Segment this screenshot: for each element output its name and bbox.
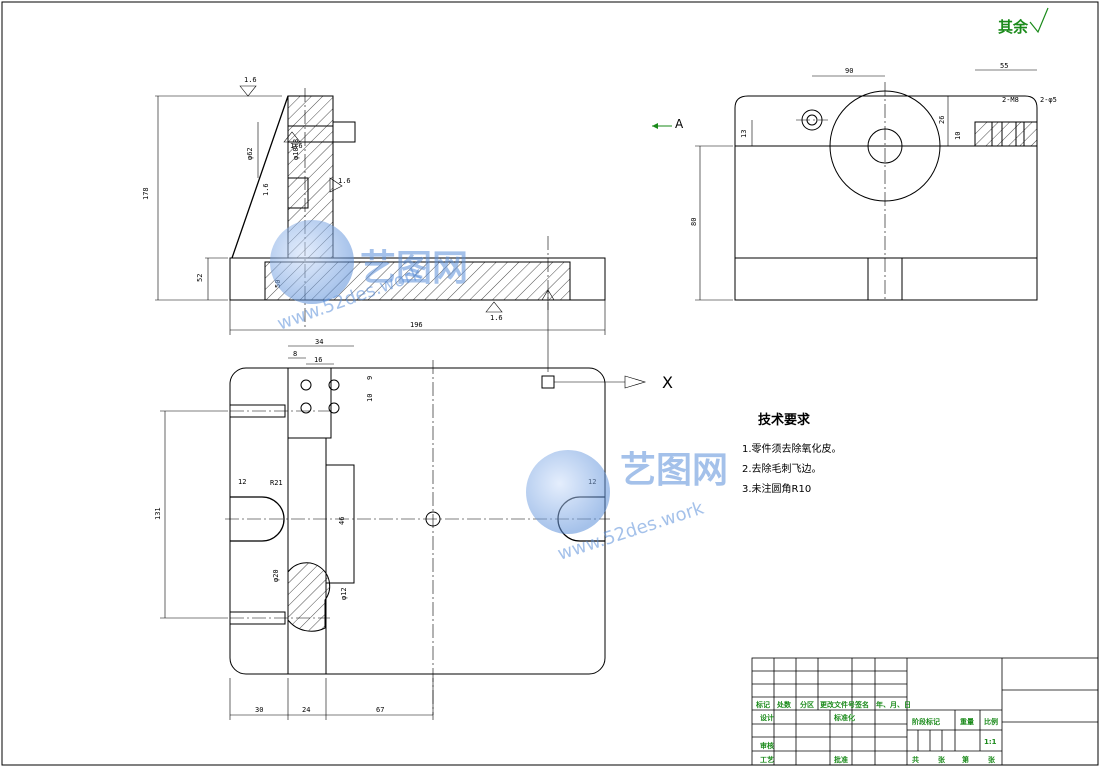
dim-178: 178 bbox=[142, 187, 150, 200]
dim-12a: 12 bbox=[238, 478, 246, 486]
tb-header-date: 年、月、日 bbox=[876, 700, 911, 709]
dim-9: 9 bbox=[366, 376, 374, 380]
roughness-mid: 1.6 bbox=[338, 177, 351, 185]
tb-weight: 重量 bbox=[960, 717, 974, 726]
watermark-1: 艺图网 www.52des.work bbox=[270, 220, 468, 335]
dim-131: 131 bbox=[154, 507, 162, 520]
view-a-label: A bbox=[675, 117, 684, 131]
dim-80: 80 bbox=[690, 218, 698, 226]
tb-scale: 比例 bbox=[984, 717, 998, 726]
tb-review: 审核 bbox=[760, 741, 774, 750]
dim-r21: R21 bbox=[270, 479, 283, 487]
tech-item-2: 2.去除毛刺飞边。 bbox=[742, 462, 822, 475]
tb-header-mark: 标记 bbox=[755, 700, 770, 709]
dim-26: 26 bbox=[938, 116, 946, 124]
top-view: 34 8 16 9 10 131 12 12 R21 46 φ20 φ12 30… bbox=[154, 338, 673, 720]
tb-process: 工艺 bbox=[760, 755, 774, 764]
tech-item-1: 1.零件须去除氧化皮。 bbox=[742, 442, 842, 455]
side-view: 90 55 80 13 26 10 2-M8 2-φ5 A bbox=[652, 62, 1057, 301]
tb-header-sign: 签名 bbox=[854, 700, 869, 709]
dim-24: 24 bbox=[302, 706, 310, 714]
watermark-brand-1: 艺图网 bbox=[360, 248, 468, 289]
tb-sheet-2: 张 bbox=[988, 755, 996, 764]
tech-requirements: 技术要求 1.零件须去除氧化皮。 2.去除毛刺飞边。 3.未注圆角R10 bbox=[742, 412, 842, 495]
watermark-globe-icon bbox=[526, 450, 610, 534]
roughness-symbol-icon bbox=[1029, 7, 1049, 34]
dim-52: 52 bbox=[196, 274, 204, 282]
dim-d62: φ62 bbox=[246, 147, 254, 160]
tb-header-file: 更改文件号 bbox=[820, 700, 855, 709]
tb-design: 设计 bbox=[760, 713, 774, 722]
hole-d5: 2-φ5 bbox=[1040, 96, 1057, 104]
watermark-2: 艺图网 www.52des.work bbox=[526, 450, 728, 565]
dim-30: 30 bbox=[255, 706, 263, 714]
tb-scale-value: 1:1 bbox=[984, 738, 997, 746]
tb-approve: 批准 bbox=[834, 755, 848, 764]
watermark-brand-2: 艺图网 bbox=[620, 450, 728, 491]
dim-46: 46 bbox=[338, 517, 346, 525]
tech-item-3: 3.未注圆角R10 bbox=[742, 482, 811, 495]
dim-13: 13 bbox=[740, 130, 748, 138]
tb-header-count: 处数 bbox=[776, 700, 792, 709]
tb-standard: 标准化 bbox=[833, 713, 855, 722]
roughness-bottom: 1.6 bbox=[490, 314, 503, 322]
tb-stage: 阶段标记 bbox=[912, 717, 940, 726]
dim-16: 16 bbox=[314, 356, 322, 364]
tb-header-zone: 分区 bbox=[800, 700, 814, 709]
dim-d12: φ12 bbox=[340, 587, 348, 600]
dim-d20: φ20 bbox=[272, 569, 280, 582]
tb-sheet-1: 张 bbox=[938, 755, 946, 764]
watermark-globe-icon bbox=[270, 220, 354, 304]
dim-67: 67 bbox=[376, 706, 384, 714]
arrow-x-label: X bbox=[662, 373, 673, 392]
tb-total: 共 bbox=[912, 755, 919, 764]
tech-title: 技术要求 bbox=[758, 412, 811, 428]
roughness-top: 1.6 bbox=[244, 76, 257, 84]
front-view: 178 196 52 1.6 1.6 1.6 1.6 1.6 φ62 φ10H8… bbox=[142, 76, 606, 372]
dim-90: 90 bbox=[845, 67, 853, 75]
dim-34: 34 bbox=[315, 338, 323, 346]
dim-10: 10 bbox=[366, 394, 374, 402]
dim-side-10: 10 bbox=[954, 132, 962, 140]
hole-m8: 2-M8 bbox=[1002, 96, 1019, 104]
dim-d10h: φ10H8 bbox=[292, 139, 300, 160]
rough-other-label: 其余 bbox=[998, 18, 1029, 36]
tb-nth: 第 bbox=[962, 755, 969, 764]
title-block: 标记 处数 分区 更改文件号 签名 年、月、日 设计 标准化 审核 工艺 批准 … bbox=[751, 657, 1099, 766]
roughness-bore: 1.6 bbox=[290, 142, 303, 150]
roughness-left: 1.6 bbox=[262, 183, 270, 196]
dim-8: 8 bbox=[293, 350, 297, 358]
dim-55: 55 bbox=[1000, 62, 1008, 70]
dim-196: 196 bbox=[410, 321, 423, 329]
